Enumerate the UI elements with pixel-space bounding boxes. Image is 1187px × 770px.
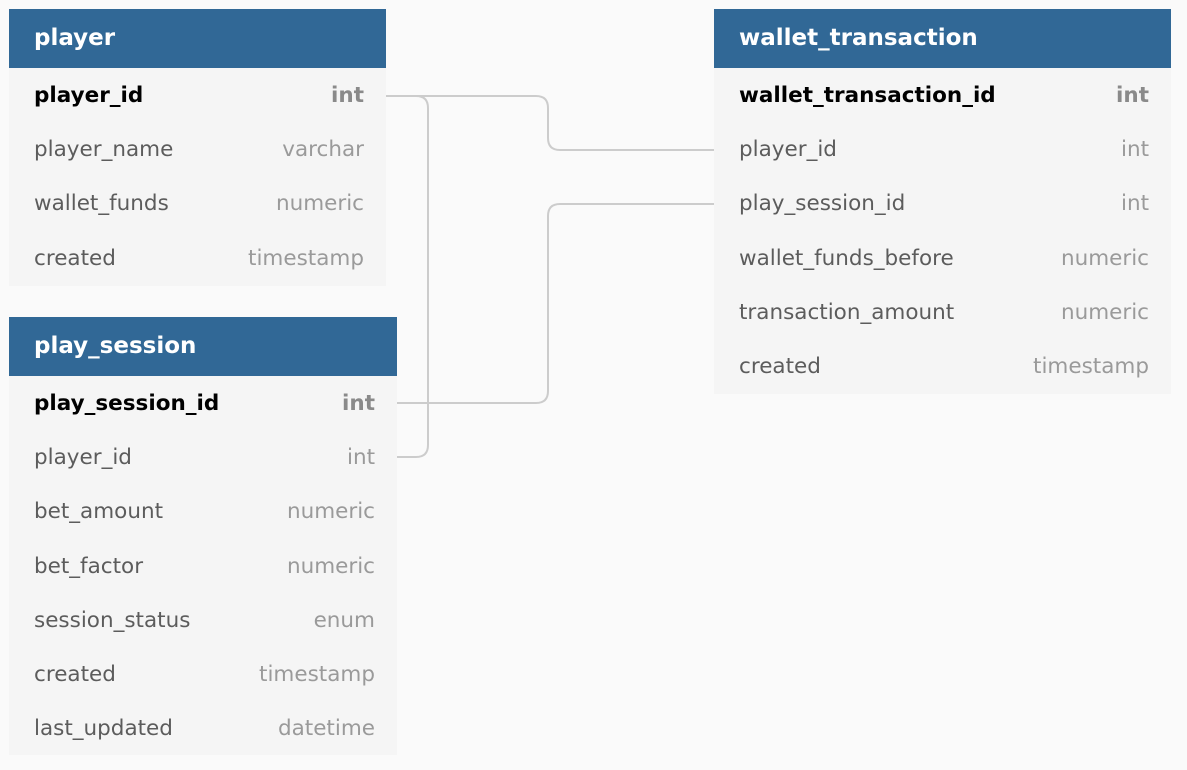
column-name: play_session_id bbox=[739, 191, 906, 217]
column-row-session-status[interactable]: session_status enum bbox=[9, 593, 397, 647]
table-play-session[interactable]: play_session play_session_id int player_… bbox=[9, 317, 397, 755]
column-type: timestamp bbox=[259, 662, 375, 688]
column-type: timestamp bbox=[248, 245, 364, 271]
column-type: timestamp bbox=[1033, 354, 1149, 380]
column-type: numeric bbox=[286, 499, 375, 525]
relation-player-to-wallet-transaction bbox=[386, 95, 714, 151]
column-type: datetime bbox=[277, 716, 375, 742]
column-row-wallet-funds-before[interactable]: wallet_funds_before numeric bbox=[714, 231, 1171, 285]
table-header-player[interactable]: player bbox=[9, 9, 386, 68]
column-row-created[interactable]: created timestamp bbox=[714, 339, 1171, 393]
column-name: wallet_transaction_id bbox=[739, 82, 996, 108]
column-name: created bbox=[34, 245, 116, 271]
column-type: int bbox=[1120, 191, 1149, 217]
table-header-play-session[interactable]: play_session bbox=[9, 317, 397, 376]
column-name: wallet_funds_before bbox=[739, 245, 954, 271]
column-row-player-id[interactable]: player_id int bbox=[9, 68, 386, 122]
column-row-transaction-amount[interactable]: transaction_amount numeric bbox=[714, 285, 1171, 339]
column-name: bet_factor bbox=[34, 553, 144, 579]
column-row-player-name[interactable]: player_name varchar bbox=[9, 122, 386, 176]
column-row-bet-amount[interactable]: bet_amount numeric bbox=[9, 485, 397, 539]
column-name: created bbox=[739, 354, 821, 380]
column-name: player_id bbox=[34, 444, 132, 470]
column-name: session_status bbox=[34, 607, 191, 633]
column-type: numeric bbox=[1060, 299, 1149, 325]
column-row-last-updated[interactable]: last_updated datetime bbox=[9, 702, 397, 756]
column-type: int bbox=[342, 390, 375, 416]
column-type: numeric bbox=[275, 191, 364, 217]
column-row-bet-factor[interactable]: bet_factor numeric bbox=[9, 539, 397, 593]
table-wallet-transaction[interactable]: wallet_transaction wallet_transaction_id… bbox=[714, 9, 1171, 394]
column-name: bet_amount bbox=[34, 499, 164, 525]
column-name: wallet_funds bbox=[34, 191, 169, 217]
column-row-created[interactable]: created timestamp bbox=[9, 231, 386, 285]
column-name: transaction_amount bbox=[739, 299, 955, 325]
relation-play-session-to-wallet-transaction bbox=[397, 203, 714, 404]
column-row-player-id[interactable]: player_id int bbox=[714, 122, 1171, 176]
column-name: created bbox=[34, 662, 116, 688]
column-row-player-id[interactable]: player_id int bbox=[9, 430, 397, 484]
column-type: numeric bbox=[1060, 245, 1149, 271]
column-row-play-session-id[interactable]: play_session_id int bbox=[9, 376, 397, 430]
column-type: int bbox=[346, 444, 375, 470]
column-row-wallet-transaction-id[interactable]: wallet_transaction_id int bbox=[714, 68, 1171, 122]
column-type: int bbox=[331, 82, 364, 108]
column-type: int bbox=[1120, 136, 1149, 162]
column-name: player_id bbox=[739, 136, 837, 162]
column-type: enum bbox=[313, 607, 375, 633]
column-type: numeric bbox=[286, 553, 375, 579]
table-header-wallet-transaction[interactable]: wallet_transaction bbox=[714, 9, 1171, 68]
column-row-created[interactable]: created timestamp bbox=[9, 647, 397, 701]
column-name: player_name bbox=[34, 136, 174, 162]
table-player[interactable]: player player_id int player_name varchar… bbox=[9, 9, 386, 286]
column-type: varchar bbox=[282, 136, 364, 162]
column-row-play-session-id[interactable]: play_session_id int bbox=[714, 177, 1171, 231]
column-row-wallet-funds[interactable]: wallet_funds numeric bbox=[9, 177, 386, 231]
column-name: player_id bbox=[34, 82, 144, 108]
column-name: last_updated bbox=[34, 716, 173, 742]
column-name: play_session_id bbox=[34, 390, 220, 416]
column-type: int bbox=[1116, 82, 1149, 108]
